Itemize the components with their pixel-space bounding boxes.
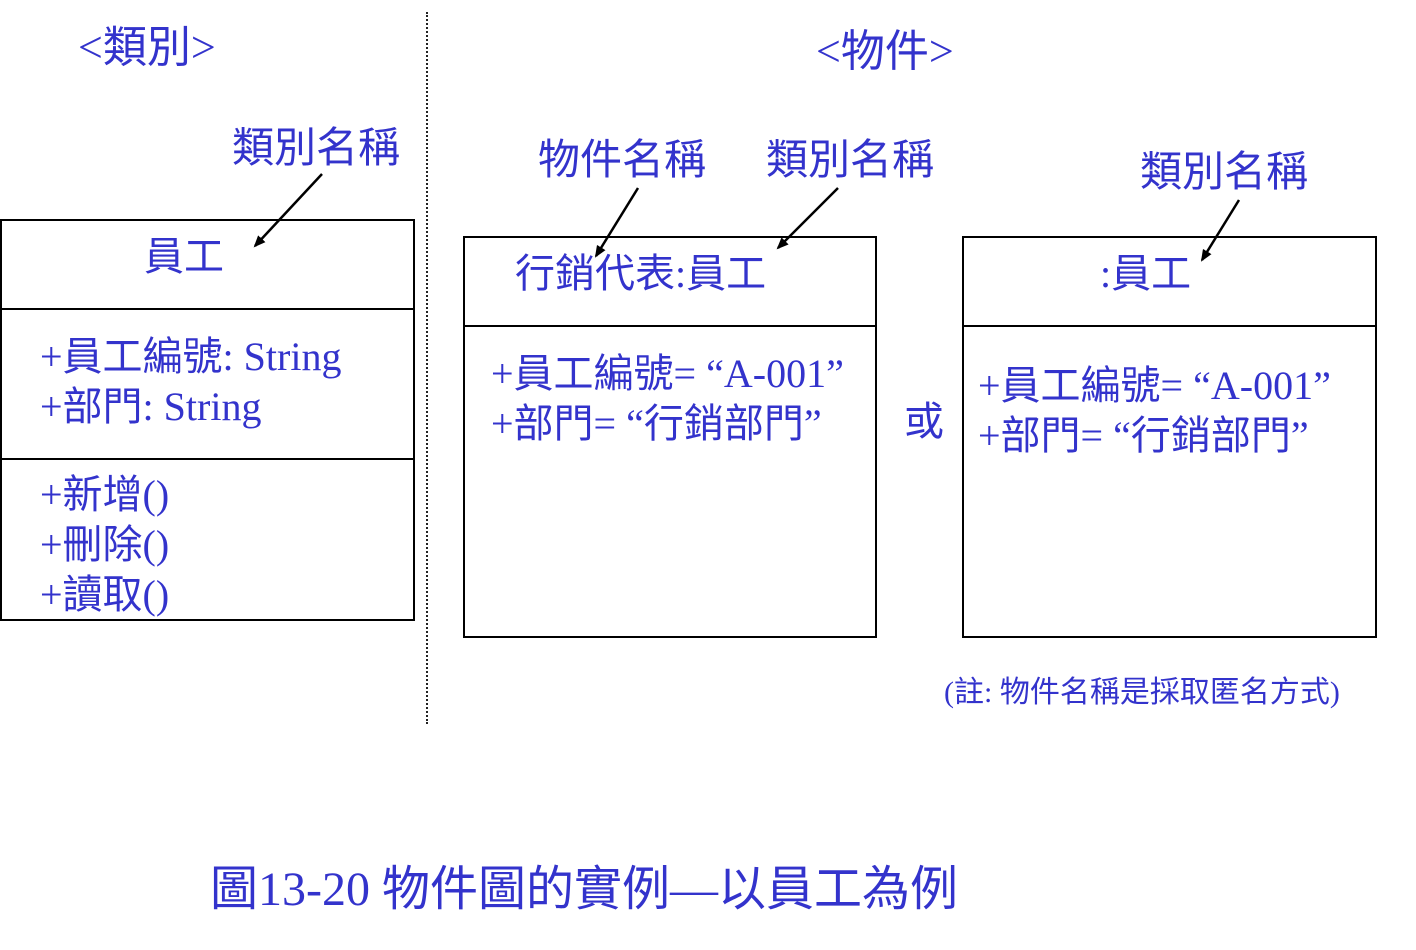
object-class-name-label-1: 類別名稱 [766,138,935,184]
object-name-arrow [594,187,640,258]
object-section-heading: <物件> [816,27,954,76]
object-2-attribute: +部門= “行銷部門” [978,413,1309,458]
object-1-attribute: +部門= “行銷部門” [491,401,822,446]
object-2-attribute: +員工編號= “A-001” [978,363,1331,408]
or-text: 或 [904,399,944,444]
class-box-name-separator [2,308,413,310]
class-box: 員工 +員工編號: String +部門: String +新增() +刪除()… [0,219,415,621]
object-1-attribute: +員工編號= “A-001” [491,351,844,396]
object-name-label: 物件名稱 [538,138,707,184]
class-name-arrow [253,173,323,248]
class-operation: +刪除() [40,522,170,567]
class-operation: +讀取() [40,572,170,617]
object-box-1: 行銷代表:員工 +員工編號= “A-001” +部門= “行銷部門” [463,236,877,638]
class-attribute: +部門: String [40,384,262,429]
object-box-1-separator [465,325,875,327]
class-box-name: 員工 [144,234,224,279]
class-section-heading: <類別> [78,23,216,72]
figure-caption: 圖13-20 物件圖的實例—以員工為例 [210,863,958,916]
class-name-label: 類別名稱 [232,126,401,172]
object-box-2-separator [964,325,1375,327]
object-box-2-name: :員工 [1100,251,1192,296]
class-attribute: +員工編號: String [40,334,342,379]
anonymous-name-note: (註: 物件名稱是採取匿名方式) [944,676,1340,709]
object-class-name-arrow-1 [776,187,839,250]
section-divider [426,12,428,724]
class-box-attr-separator [2,458,413,460]
object-class-name-arrow-2 [1200,199,1241,262]
object-box-2: :員工 +員工編號= “A-001” +部門= “行銷部門” [962,236,1377,638]
object-box-1-name: 行銷代表:員工 [515,251,767,296]
object-class-name-label-2: 類別名稱 [1140,150,1309,196]
class-operation: +新增() [40,472,170,517]
